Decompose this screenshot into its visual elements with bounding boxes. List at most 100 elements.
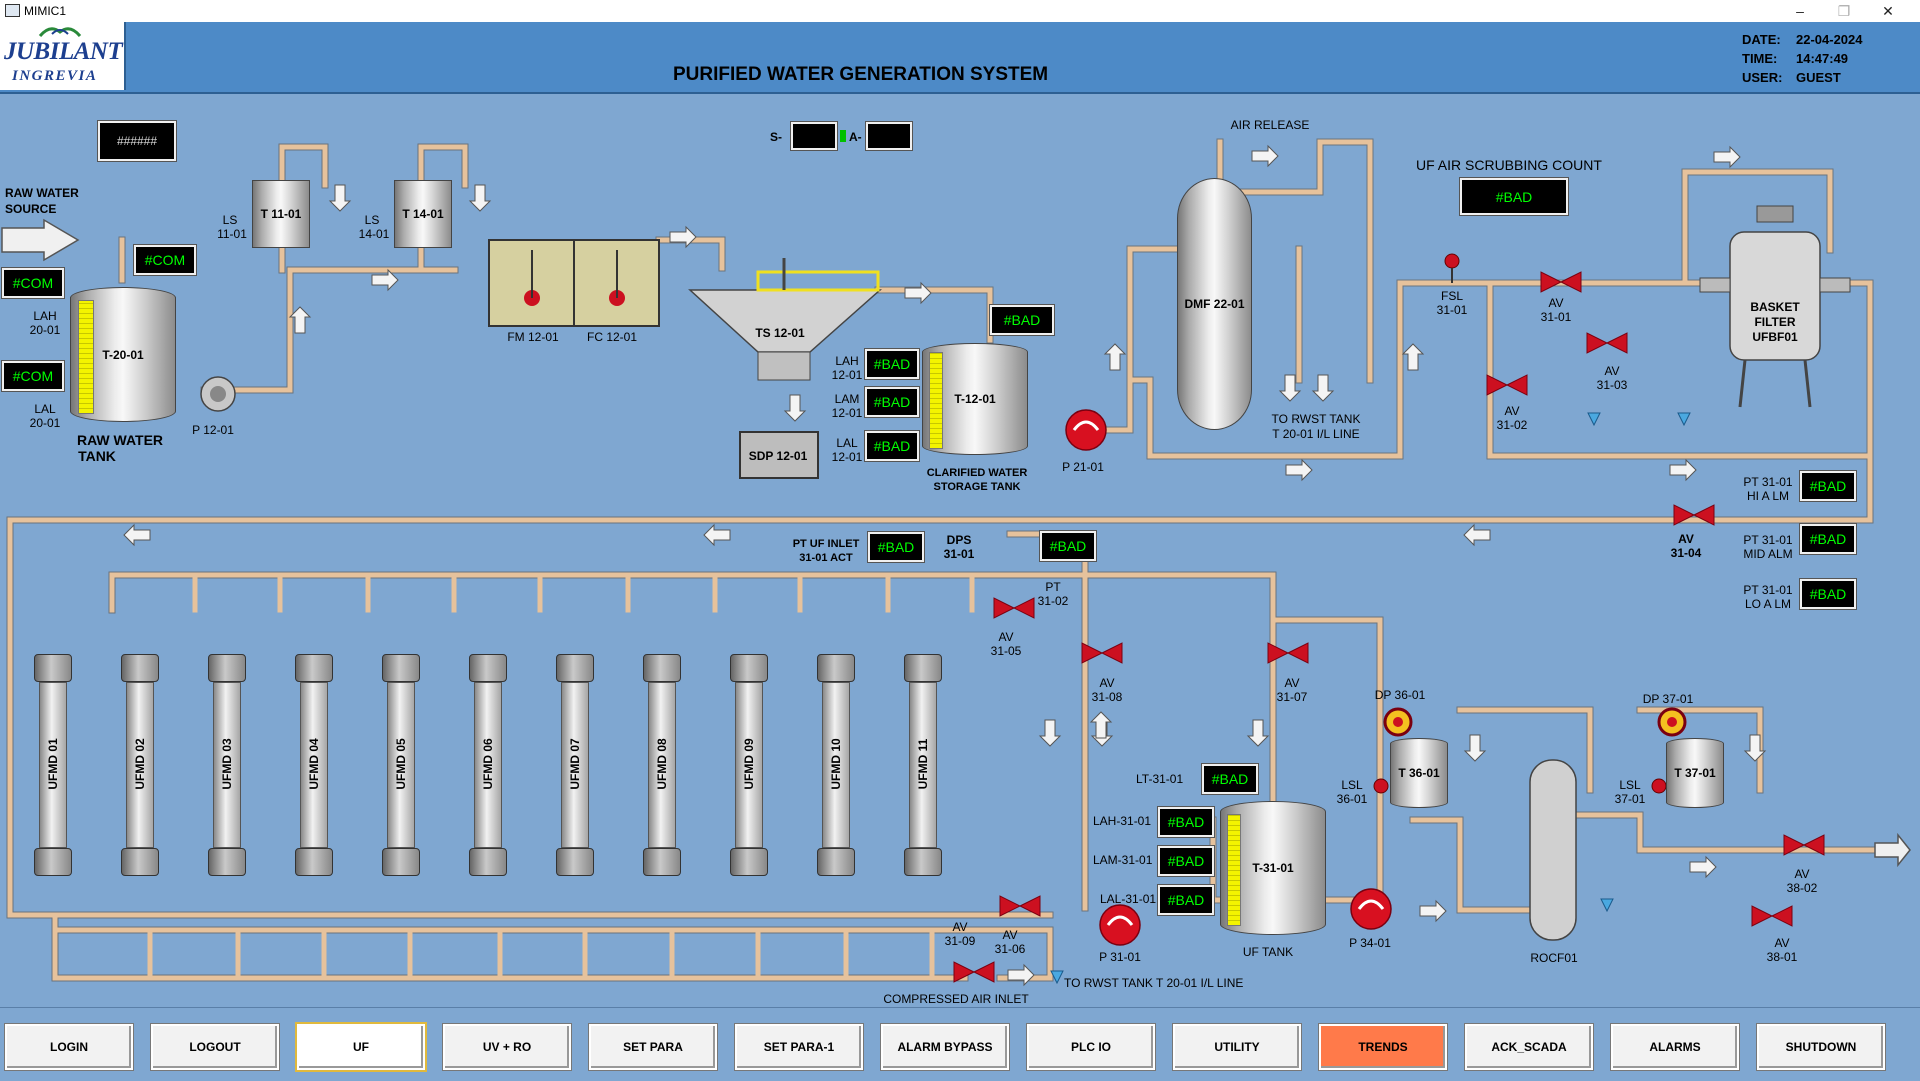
maximize-icon[interactable]: ❐ bbox=[1837, 3, 1851, 19]
tank-t3601[interactable]: T 36-01 bbox=[1390, 738, 1448, 808]
ufmd-top-cap bbox=[643, 654, 681, 682]
pump-p3401 bbox=[1350, 888, 1392, 930]
lsl3701-id: 37-01 bbox=[1614, 792, 1646, 806]
ufmd-body bbox=[39, 682, 67, 848]
t1401-tag: T 14-01 bbox=[402, 207, 444, 221]
datetime-block: DATE:22-04-2024 TIME:14:47:49 USER:GUEST bbox=[1742, 30, 1863, 87]
valve-av3105 bbox=[993, 597, 1016, 619]
ufmd-module[interactable]: UFMD 07 bbox=[556, 654, 594, 876]
fc1201-label: FC 12-01 bbox=[586, 330, 638, 344]
pt3101-lo-label-1: PT 31-01 bbox=[1743, 583, 1793, 597]
ufmd-module[interactable]: UFMD 04 bbox=[295, 654, 333, 876]
ufmd-top-cap bbox=[556, 654, 594, 682]
a-label: A- bbox=[849, 130, 862, 144]
ufmd-bottom-cap bbox=[469, 848, 507, 876]
pt-uf-inlet-label-2: 31-01 ACT bbox=[799, 552, 853, 564]
valve-av3101 bbox=[1540, 271, 1563, 293]
header-bar: JUBILANT INGREVIA PURIFIED WATER GENERAT… bbox=[0, 22, 1920, 94]
tank-t1401[interactable]: T 14-01 bbox=[394, 180, 452, 248]
ufmd-module[interactable]: UFMD 03 bbox=[208, 654, 246, 876]
ufmd-label: UFMD 04 bbox=[307, 738, 321, 790]
settler-cone bbox=[688, 258, 882, 381]
tank-t3701[interactable]: T 37-01 bbox=[1666, 738, 1724, 808]
av3802-label: AV bbox=[1794, 867, 1810, 881]
ufmd-module[interactable]: UFMD 02 bbox=[121, 654, 159, 876]
ufmd-top-cap bbox=[34, 654, 72, 682]
raw-water-tank-label-2: TANK bbox=[78, 448, 116, 464]
av3104-label: AV bbox=[1678, 532, 1694, 546]
ufmd-bottom-cap bbox=[382, 848, 420, 876]
nav-button-plc-io[interactable]: PLC IO bbox=[1026, 1023, 1156, 1071]
ufmd-module[interactable]: UFMD 11 bbox=[904, 654, 942, 876]
valve-av3802 bbox=[1783, 834, 1806, 856]
pt3101-hi-display: #BAD bbox=[1799, 470, 1857, 502]
av3108-id: 31-08 bbox=[1091, 690, 1123, 704]
output-arrow bbox=[1874, 832, 1911, 868]
ls1101-id: 11-01 bbox=[217, 227, 247, 241]
nav-button-set-para-1[interactable]: SET PARA-1 bbox=[734, 1023, 864, 1071]
logo-leaf-icon bbox=[38, 27, 82, 37]
com-display-1: #COM bbox=[133, 244, 197, 276]
nav-button-alarm-bypass[interactable]: ALARM BYPASS bbox=[880, 1023, 1010, 1071]
lt3101-display: #BAD bbox=[1201, 763, 1259, 795]
nav-button-trends[interactable]: TRENDS bbox=[1318, 1023, 1448, 1071]
av3101-label: AV bbox=[1548, 296, 1564, 310]
pump-p1201 bbox=[200, 376, 236, 412]
ufmd-top-cap bbox=[121, 654, 159, 682]
nav-button-logout[interactable]: LOGOUT bbox=[150, 1023, 280, 1071]
nav-button-set-para[interactable]: SET PARA bbox=[588, 1023, 718, 1071]
ufmd-module[interactable]: UFMD 06 bbox=[469, 654, 507, 876]
av3103-id: 31-03 bbox=[1596, 378, 1628, 392]
ufmd-label: UFMD 05 bbox=[394, 738, 408, 790]
av3103-label: AV bbox=[1604, 364, 1620, 378]
lah-2001-label: LAH bbox=[33, 309, 57, 323]
t3701-tag: T 37-01 bbox=[1674, 766, 1716, 780]
fsl3101-id: 31-01 bbox=[1436, 303, 1468, 317]
ufmd-module[interactable]: UFMD 05 bbox=[382, 654, 420, 876]
nav-button-uf[interactable]: UF bbox=[295, 1022, 427, 1072]
basket-filter-label-1: BASKET bbox=[1750, 300, 1800, 314]
lam3101-display: #BAD bbox=[1157, 845, 1215, 877]
lal3101-display: #BAD bbox=[1157, 884, 1215, 916]
nav-button-uv-ro[interactable]: UV + RO bbox=[442, 1023, 572, 1071]
t3101-tag: T-31-01 bbox=[1252, 861, 1294, 875]
av3801-id: 38-01 bbox=[1766, 950, 1798, 964]
ufmd-bottom-cap bbox=[556, 848, 594, 876]
window-title: MIMIC1 bbox=[24, 4, 66, 18]
nav-button-ack-scada[interactable]: ACK_SCADA bbox=[1464, 1023, 1594, 1071]
dps3101-id: 31-01 bbox=[943, 547, 975, 561]
ufmd-top-cap bbox=[208, 654, 246, 682]
ufmd-top-cap bbox=[904, 654, 942, 682]
tank-t1101[interactable]: T 11-01 bbox=[252, 180, 310, 248]
com-display-3: #COM bbox=[1, 360, 65, 392]
company-logo: JUBILANT INGREVIA bbox=[0, 22, 126, 90]
pt-uf-inlet-display: #BAD bbox=[867, 531, 925, 563]
ufmd-body bbox=[735, 682, 763, 848]
lam3101-label: LAM-31-01 bbox=[1093, 853, 1153, 867]
fm1201-label: FM 12-01 bbox=[507, 330, 559, 344]
ufmd-module[interactable]: UFMD 01 bbox=[34, 654, 72, 876]
pt3101-mid-label-2: MID ALM bbox=[1743, 547, 1793, 561]
ufmd-top-cap bbox=[382, 654, 420, 682]
ufmd-module[interactable]: UFMD 09 bbox=[730, 654, 768, 876]
ufmd-module[interactable]: UFMD 08 bbox=[643, 654, 681, 876]
pt-uf-inlet-label-1: PT UF INLET bbox=[792, 538, 860, 550]
pt3101-hi-label-2: HI A LM bbox=[1746, 489, 1790, 503]
nav-button-alarms[interactable]: ALARMS bbox=[1610, 1023, 1740, 1071]
nav-button-login[interactable]: LOGIN bbox=[4, 1023, 134, 1071]
nav-button-utility[interactable]: UTILITY bbox=[1172, 1023, 1302, 1071]
ufmd-module[interactable]: UFMD 10 bbox=[817, 654, 855, 876]
minimize-icon[interactable]: – bbox=[1796, 3, 1804, 19]
ufmd-bottom-cap bbox=[121, 848, 159, 876]
lal1201-label: LAL bbox=[836, 436, 858, 450]
sdp1201-label: SDP 12-01 bbox=[748, 449, 808, 463]
basket-filter-label-2: FILTER bbox=[1754, 315, 1796, 329]
lal3101-label: LAL-31-01 bbox=[1100, 892, 1157, 906]
lsl3601-id: 36-01 bbox=[1336, 792, 1368, 806]
nav-button-shutdown[interactable]: SHUTDOWN bbox=[1756, 1023, 1886, 1071]
raw-water-source-label-2: SOURCE bbox=[5, 202, 57, 216]
dmf-vessel[interactable]: DMF 22-01 bbox=[1177, 178, 1252, 430]
dps3101-label: DPS bbox=[946, 533, 972, 547]
close-icon[interactable]: ✕ bbox=[1882, 3, 1894, 19]
